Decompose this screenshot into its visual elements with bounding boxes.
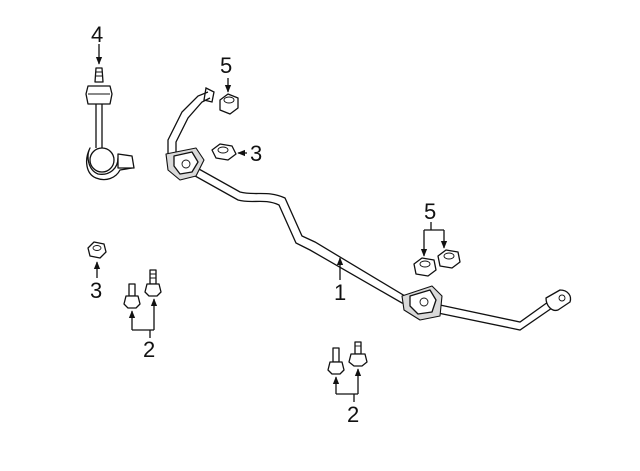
callout-2-bottom: 2 — [347, 402, 359, 427]
callout-3-right: 3 — [250, 141, 262, 166]
nut-5-right-a — [413, 257, 437, 277]
nut-5-top — [219, 93, 239, 115]
bolt-2-bottom-b — [348, 341, 368, 367]
callout-5-top: 5 — [220, 53, 232, 78]
bolt-2-bottom-a — [327, 347, 345, 375]
leader-lines — [93, 44, 448, 402]
bolt-2-left-b — [144, 269, 162, 297]
stabilizer-bar — [165, 87, 572, 331]
nut-3-left — [87, 241, 107, 259]
callout-1: 1 — [334, 280, 346, 305]
stabilizer-link — [85, 67, 135, 181]
nut-3-right — [211, 143, 237, 161]
callout-5-right: 5 — [424, 199, 436, 224]
bolt-2-left-a — [123, 283, 141, 309]
nut-5-right-b — [437, 249, 461, 269]
callout-2-left: 2 — [143, 337, 155, 362]
callout-3-left: 3 — [90, 278, 102, 303]
callout-4: 4 — [91, 22, 103, 47]
